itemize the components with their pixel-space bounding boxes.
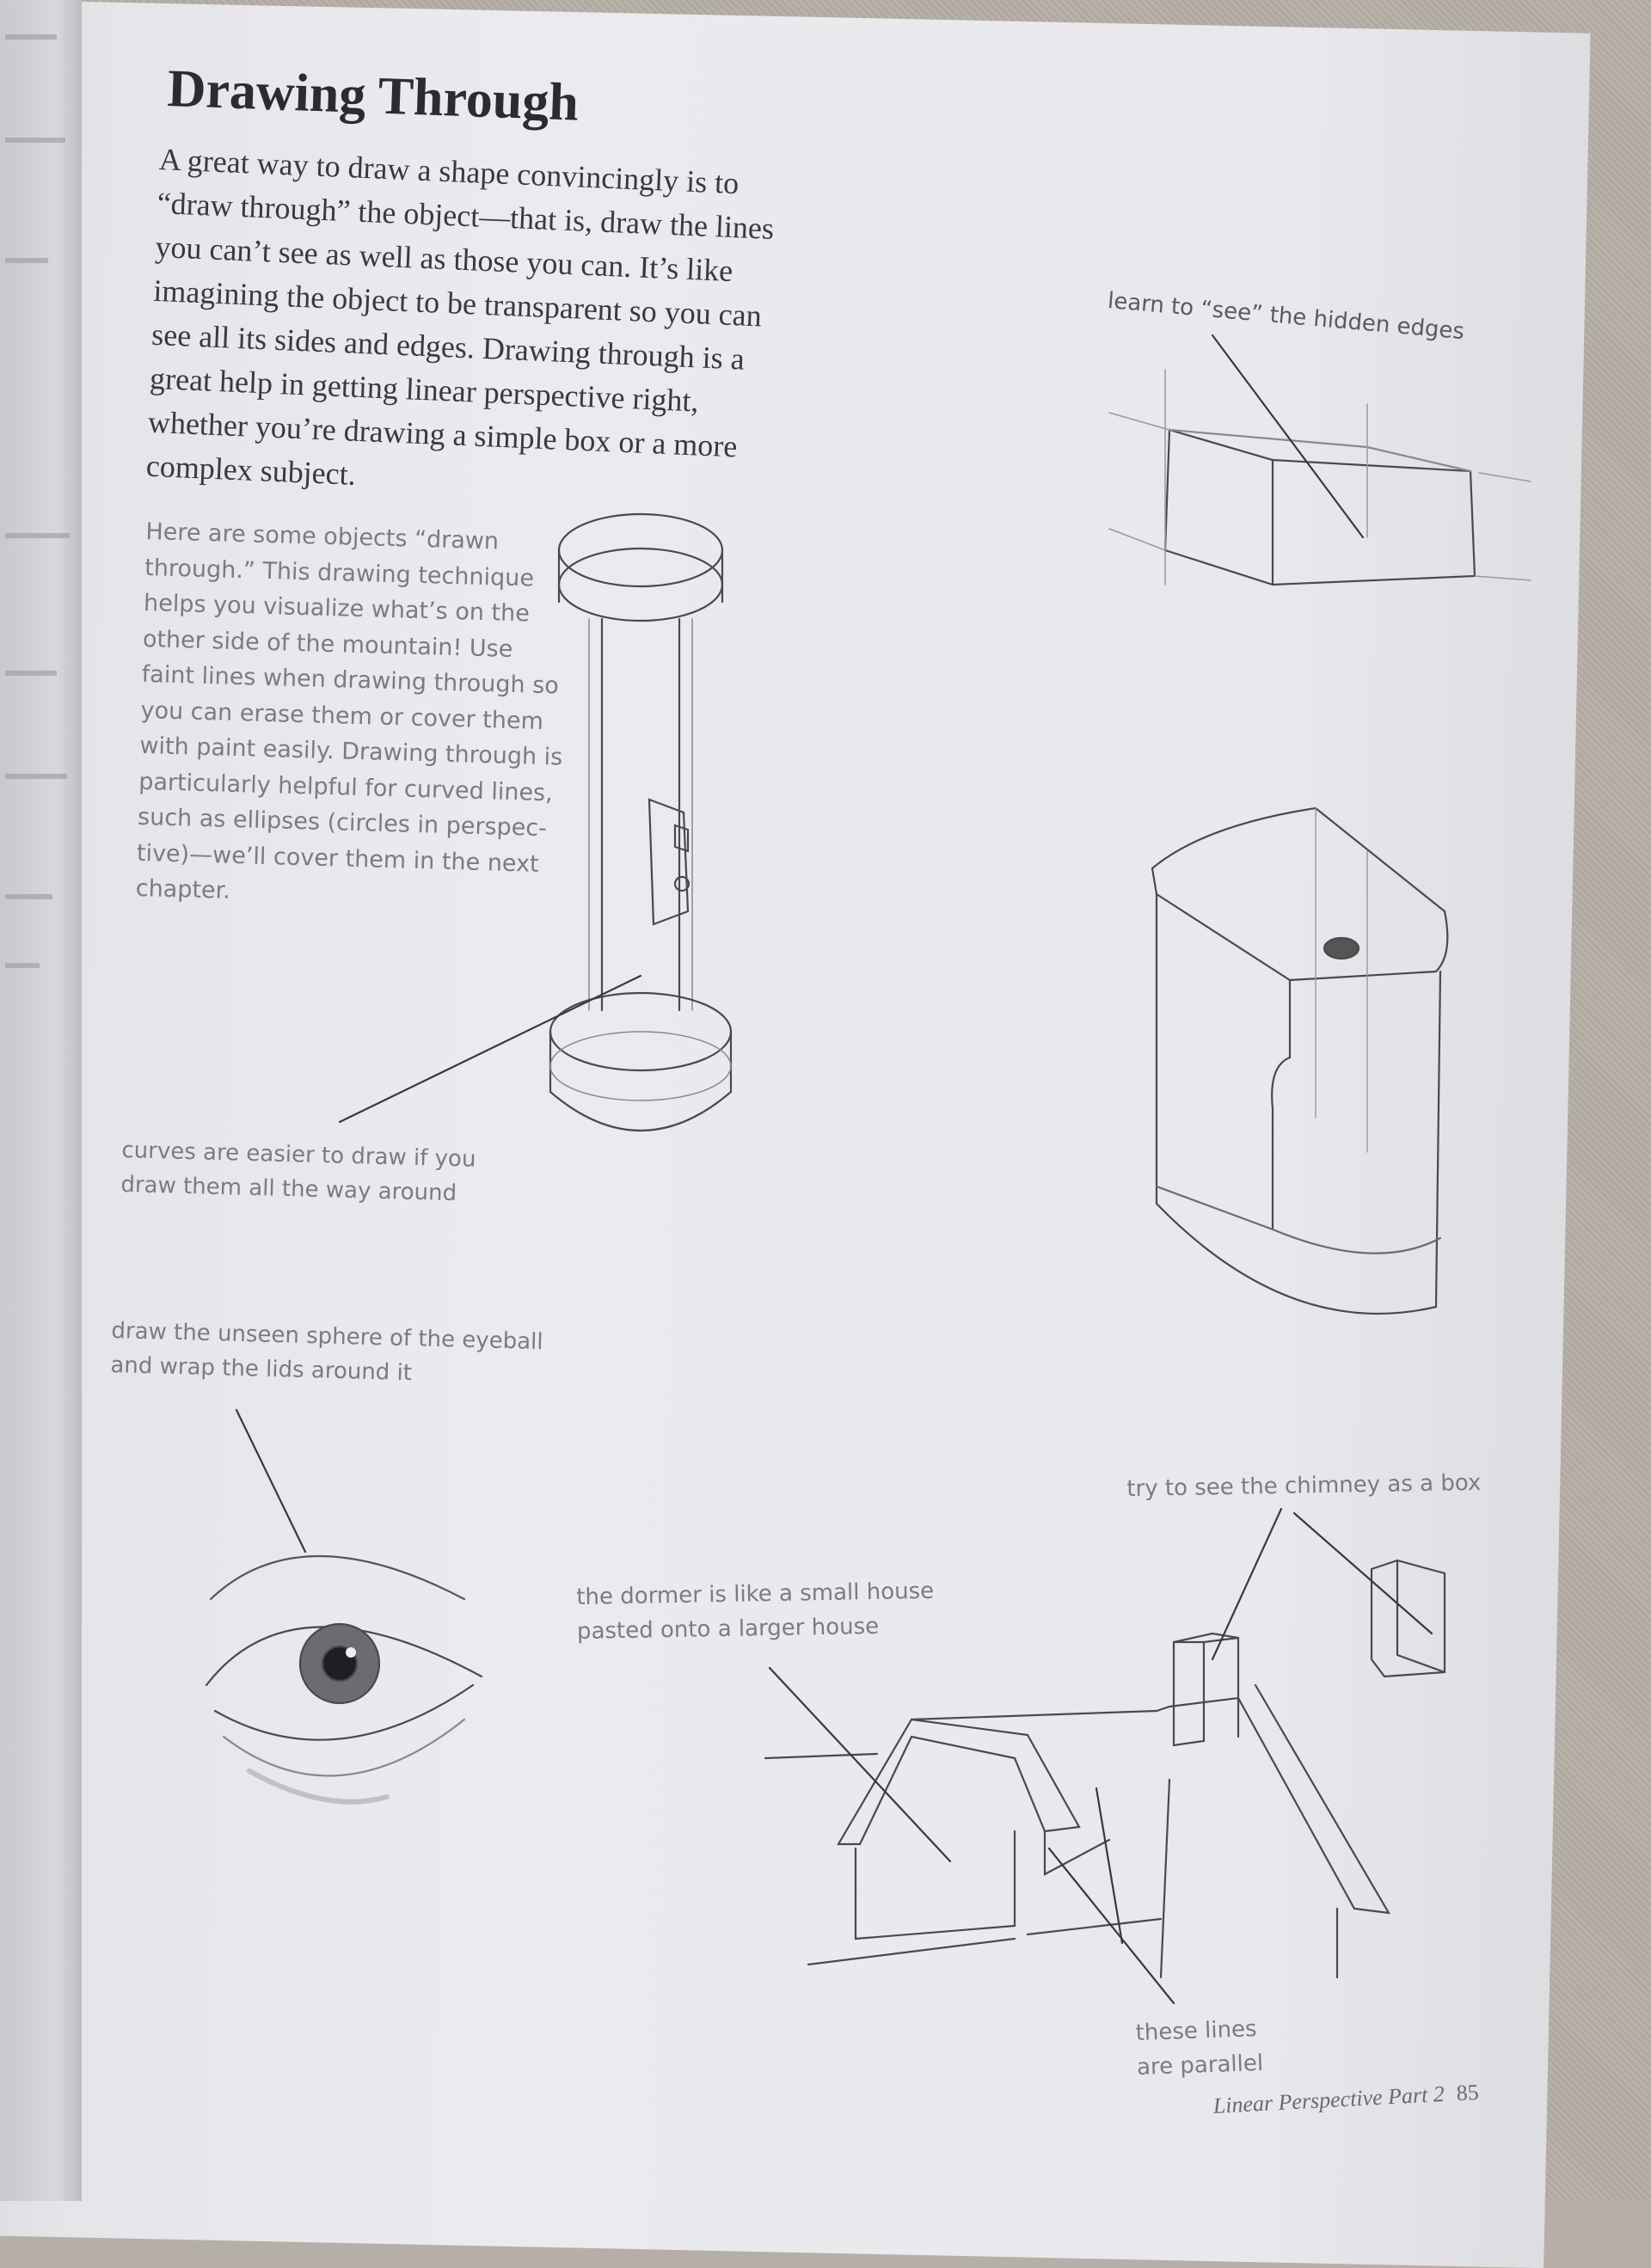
cylinder-sketch: [338, 512, 733, 1132]
label-line: the dormer is like a small house: [576, 1578, 935, 1610]
eye-sketch: [205, 1408, 483, 1805]
page-number: 85: [1455, 2079, 1480, 2106]
label-chimney: try to see the chimney as a box: [1126, 1469, 1482, 1502]
box-sketch: [1108, 334, 1531, 586]
label-eyeball: draw the unseen sphere of the eyeball an…: [110, 1314, 543, 1394]
facing-page-edge: [0, 0, 82, 2201]
label-parallel: these lines are parallel: [1135, 2012, 1264, 2085]
rounded-block-sketch: [1151, 806, 1449, 1315]
house-sketch: [764, 1507, 1446, 2005]
label-line: these lines: [1135, 2016, 1258, 2046]
intro-paragraph: A great way to draw a shape convincingly…: [145, 138, 873, 518]
label-line: are parallel: [1136, 2050, 1264, 2081]
handwritten-caption: Here are some objects “drawn through.” T…: [135, 514, 569, 918]
label-line: pasted onto a larger house: [576, 1613, 880, 1645]
sketches: [205, 334, 1531, 2005]
label-curves: curves are easier to draw if you draw th…: [120, 1133, 476, 1211]
label-dormer: the dormer is like a small house pasted …: [576, 1574, 935, 1649]
